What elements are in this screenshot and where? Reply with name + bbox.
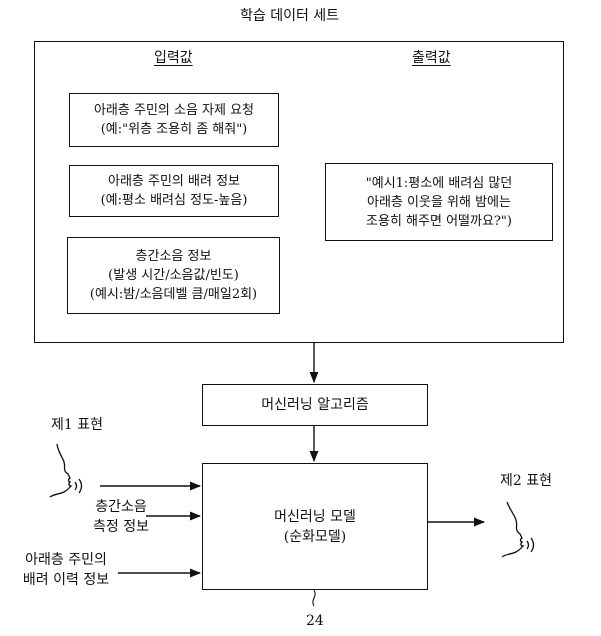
input-box-line: 층간소음 정보 bbox=[135, 249, 212, 264]
input-box-line: 아래층 주민의 소음 자제 요청 bbox=[93, 103, 255, 118]
ml-model-line: 머신러닝 모델 bbox=[274, 508, 356, 525]
output-heading: 출력값 bbox=[412, 50, 451, 66]
expression2-label: 제2 표현 bbox=[500, 473, 552, 489]
output-box: "예시1:평소에 배려심 많던 아래층 이웃을 위해 밤에는 조용히 해주면 어… bbox=[325, 163, 553, 241]
measure-info-line: 층간소음 bbox=[95, 499, 147, 515]
reference-number: 24 bbox=[306, 613, 324, 629]
history-info-line: 배려 이력 정보 bbox=[22, 572, 110, 588]
speaker-left-icon bbox=[49, 443, 83, 498]
ml-algorithm-label: 머신러닝 알고리즘 bbox=[261, 397, 369, 413]
ml-model-line: (순화모델) bbox=[283, 528, 347, 545]
expression1-label: 제1 표현 bbox=[51, 417, 103, 433]
history-info-label: 아래층 주민의 배려 이력 정보 bbox=[4, 550, 128, 590]
speaker-right-icon bbox=[501, 501, 535, 558]
input-box-line: (예시:밤/소음데벨 큼/매일2회) bbox=[89, 287, 258, 302]
measure-info-line: 측정 정보 bbox=[93, 519, 149, 535]
history-info-line: 아래층 주민의 bbox=[25, 552, 107, 568]
ml-algorithm-box: 머신러닝 알고리즘 bbox=[202, 384, 428, 426]
input-box-noise-request: 아래층 주민의 소음 자제 요청 (예:"위층 조용히 좀 해줘") bbox=[69, 93, 279, 147]
ml-model-box: 머신러닝 모델 (순화모델) bbox=[202, 463, 428, 590]
input-box-line: (예:"위층 조용히 좀 해줘") bbox=[100, 122, 248, 137]
input-heading: 입력값 bbox=[154, 50, 193, 66]
output-box-line: "예시1:평소에 배려심 많던 bbox=[365, 175, 513, 191]
input-box-consideration: 아래층 주민의 배려 정보 (예:평소 배려심 정도-높음) bbox=[69, 165, 279, 217]
measure-info-label: 층간소음 측정 정보 bbox=[66, 497, 176, 537]
dataset-title: 학습 데이터 세트 bbox=[240, 8, 340, 24]
output-box-line: 아래층 이웃을 위해 밤에는 bbox=[367, 194, 511, 210]
output-box-line: 조용히 해주면 어떨까요?") bbox=[366, 213, 512, 229]
input-box-line: (예:평소 배려심 정도-높음) bbox=[100, 193, 248, 208]
input-box-line: 아래층 주민의 배려 정보 bbox=[108, 174, 240, 189]
reference-lead-line bbox=[312, 589, 316, 607]
input-box-line: (발생 시간/소음값/빈도) bbox=[108, 268, 239, 283]
input-box-noise-info: 층간소음 정보 (발생 시간/소음값/빈도) (예시:밤/소음데벨 큼/매일2회… bbox=[67, 237, 280, 314]
